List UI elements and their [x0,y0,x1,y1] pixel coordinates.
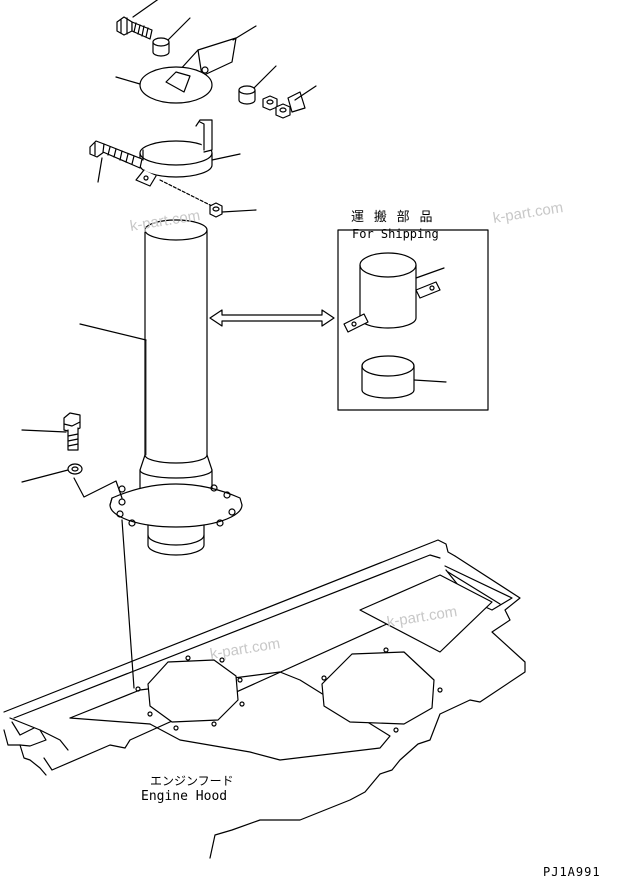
leader-shipping-cap [413,379,447,383]
leader-small-collar [253,65,277,89]
lock-plate [287,91,306,113]
drawing-code: PJ1A991 [543,865,601,879]
shipping-band [343,252,441,333]
leader-pipe [79,323,147,341]
shipping-cap [361,355,415,399]
double-arrow [209,309,335,327]
engine-hood-label-en: Engine Hood [141,789,228,804]
engine-hood-label-jp: エンジンフード [150,774,234,788]
engine-hood [3,539,526,859]
shipping-label-jp: 運 搬 部 品 [351,210,434,225]
nut-2 [275,103,291,119]
leader-top-bolt [132,0,159,18]
mount-centerline [121,519,135,689]
leader-mount-bolt [21,429,67,433]
rain-cap [139,66,213,104]
leader-clamp-nut [221,209,257,213]
mount-bolt [63,412,81,451]
clamp-bolt [89,140,143,169]
leader-collar [167,17,191,41]
nut-1 [262,95,278,111]
exhaust-pipe [109,219,243,556]
leader-clamp-bolt [97,157,103,183]
leader-washer [21,469,69,483]
clamp-nut [209,202,223,218]
spacer-collar [152,37,170,57]
shipping-label-en: For Shipping [352,227,439,241]
washer [67,463,83,475]
top-bolt [116,16,153,40]
band-clamp [135,119,213,187]
leader-shipping-band [415,267,445,279]
leader-rain-cap [115,76,141,85]
small-collar [238,85,256,105]
leader-nut [294,85,317,101]
leader-flap [232,25,257,41]
mount-path [73,477,123,499]
leader-clamp [211,153,241,161]
shipping-box [337,229,489,411]
